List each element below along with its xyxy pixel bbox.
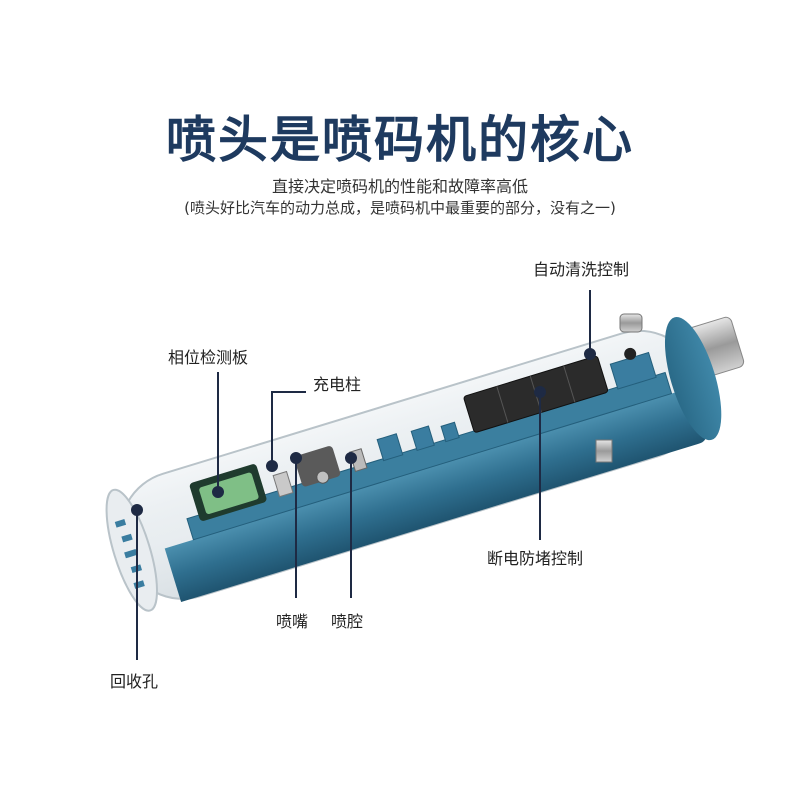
callout-dot-charge-post bbox=[266, 460, 278, 472]
callout-dot-power-off bbox=[534, 386, 546, 398]
label-charge-post: 充电柱 bbox=[313, 375, 362, 394]
page-note: (喷头好比汽车的动力总成，是喷码机中最重要的部分，没有之一) bbox=[184, 199, 616, 217]
label-auto-clean: 自动清洗控制 bbox=[533, 260, 630, 279]
cap-knob bbox=[619, 313, 643, 333]
callout-dot-phase-board bbox=[212, 486, 224, 498]
label-recovery-hole: 回收孔 bbox=[110, 672, 159, 691]
page-title: 喷头是喷码机的核心 bbox=[166, 111, 634, 169]
page-subtitle: 直接决定喷码机的性能和故障率高低 bbox=[271, 177, 528, 196]
bottom-fitting bbox=[595, 439, 613, 463]
glass-tube bbox=[105, 317, 722, 612]
label-power-off: 断电防堵控制 bbox=[487, 549, 584, 568]
callout-line-charge-post bbox=[271, 391, 306, 466]
callout-dot-cavity bbox=[345, 452, 357, 464]
callout-dot-auto-clean bbox=[584, 348, 596, 360]
label-phase-board: 相位检测板 bbox=[168, 348, 249, 367]
callout-dot-recovery-hole bbox=[131, 504, 143, 516]
label-nozzle: 喷嘴 bbox=[276, 612, 309, 631]
label-cavity: 喷腔 bbox=[331, 612, 364, 631]
callout-dot-nozzle bbox=[290, 452, 302, 464]
